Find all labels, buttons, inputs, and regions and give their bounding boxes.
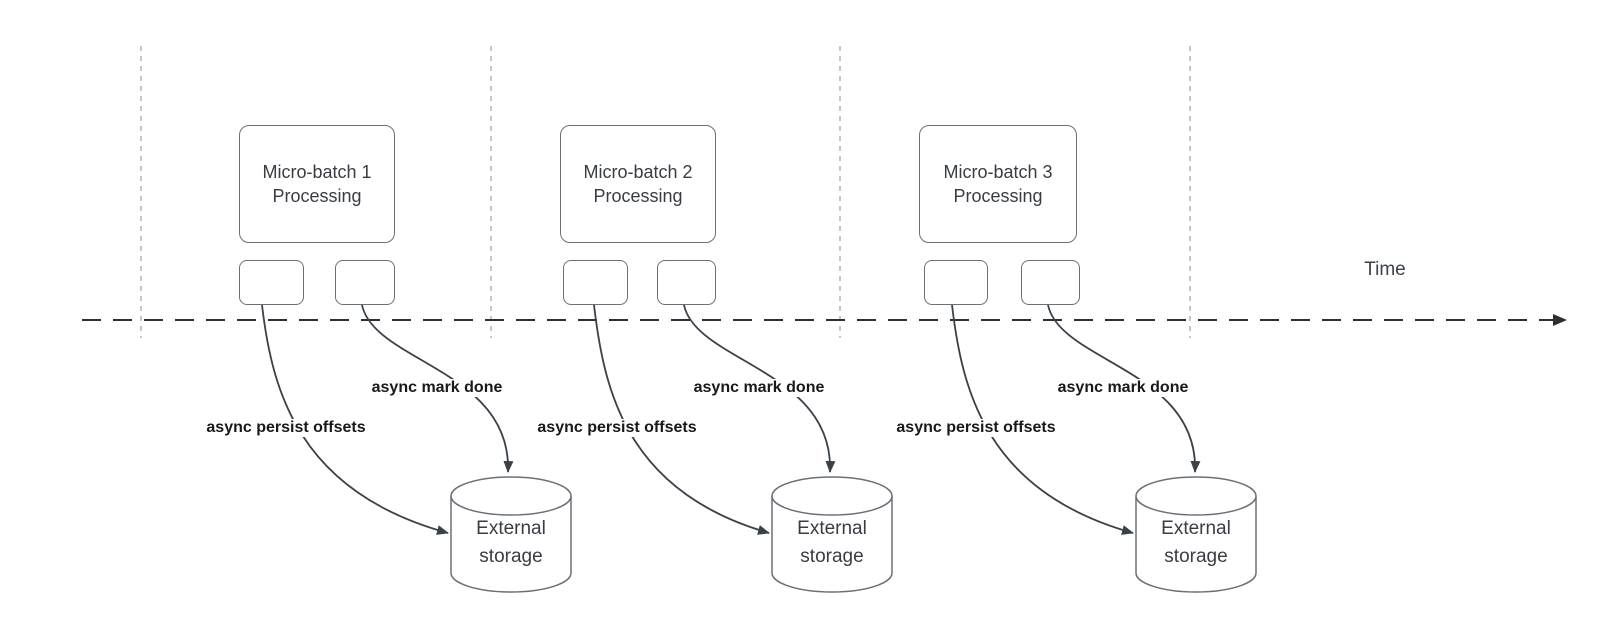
external-storage-cylinder-1: [450, 476, 572, 593]
micro-batch-1-title-line2: Processing: [272, 186, 362, 206]
micro-batch-3-processing-box: Micro-batch 3 Processing: [919, 125, 1077, 243]
external-storage-label-2: External storage: [797, 515, 867, 571]
task-chip-persist-1: [239, 260, 304, 305]
external-storage-label-2-line1: External: [797, 518, 867, 539]
mark-done-arrow-1: [361, 304, 514, 473]
task-chip-mark-done-2: [657, 260, 716, 305]
external-storage-label-1: External storage: [476, 515, 546, 571]
micro-batch-1-title-line1: Micro-batch 1: [262, 162, 372, 182]
task-chip-mark-done-3: [1021, 260, 1080, 305]
mark-done-arrow-3: [1047, 304, 1201, 473]
external-storage-label-1-line1: External: [476, 518, 546, 539]
time-axis-label: Time: [1364, 259, 1406, 280]
external-storage-cylinder-2: [771, 476, 893, 593]
task-chip-persist-2: [563, 260, 628, 305]
persist-offsets-label-2: async persist offsets: [534, 419, 700, 437]
task-chip-persist-3: [924, 260, 988, 305]
mark-done-label-1: async mark done: [368, 379, 506, 397]
micro-batch-3-title-line1: Micro-batch 3: [943, 162, 1053, 182]
micro-batch-2-processing-box: Micro-batch 2 Processing: [560, 125, 716, 243]
micro-batch-2-title-line1: Micro-batch 2: [583, 162, 693, 182]
external-storage-label-1-line2: storage: [479, 546, 543, 567]
mark-done-label-2: async mark done: [690, 379, 828, 397]
external-storage-label-3: External storage: [1161, 515, 1231, 571]
external-storage-label-3-line1: External: [1161, 518, 1231, 539]
micro-batch-1-processing-box: Micro-batch 1 Processing: [239, 125, 395, 243]
task-chip-mark-done-1: [335, 260, 395, 305]
persist-offsets-label-1: async persist offsets: [203, 419, 369, 437]
external-storage-label-3-line2: storage: [1164, 546, 1228, 567]
micro-batch-2-title-line2: Processing: [593, 186, 683, 206]
external-storage-label-2-line2: storage: [800, 546, 864, 567]
mark-done-label-3: async mark done: [1054, 379, 1192, 397]
micro-batch-3-title-line2: Processing: [953, 186, 1043, 206]
mark-done-arrow-2: [683, 304, 836, 473]
external-storage-cylinder-3: [1135, 476, 1257, 593]
persist-offsets-label-3: async persist offsets: [893, 419, 1059, 437]
